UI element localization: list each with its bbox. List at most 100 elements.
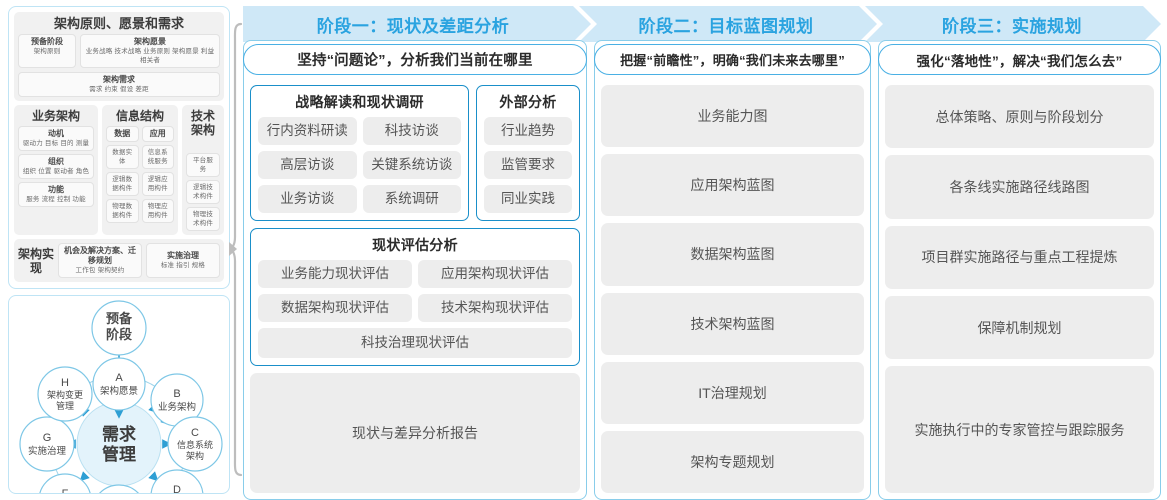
chip-tech-interview[interactable]: 科技访谈: [362, 117, 461, 145]
chip-data-arch-blueprint[interactable]: 数据架构蓝图: [601, 223, 864, 286]
phase-1-panel: 战略解读和现状调研 行内资料研读 科技访谈 高层访谈 关键系统访谈: [243, 40, 587, 500]
information-structure-title: 信息结构: [115, 109, 164, 123]
chip-it-governance-plan[interactable]: IT治理规划: [601, 361, 864, 424]
chip-peer-practice[interactable]: 同业实践: [484, 185, 572, 213]
architecture-vision-box: 架构愿景 业务战略 技术战略 业务原则 架构愿景 利益相关者: [80, 34, 220, 68]
phase-1-chevron: [243, 6, 591, 42]
architecture-requirements-box: 架构需求 需求 约束 假设 差距: [18, 72, 220, 97]
phase-2-items: 业务能力图 应用架构蓝图 数据架构蓝图 技术架构蓝图 IT治理规划 架构专题规划: [601, 85, 864, 494]
external-analysis-chips: 行业趋势 监管要求 同业实践: [484, 117, 572, 213]
implementation-label: 架构实现: [18, 246, 55, 275]
status-assessment-title: 现状评估分析: [372, 237, 458, 253]
chip-exec-interview[interactable]: 高层访谈: [258, 151, 357, 179]
chip-regulatory-requirement[interactable]: 监管要求: [484, 151, 572, 179]
svg-text:C: C: [191, 427, 199, 439]
chip-assurance-mechanism[interactable]: 保障机制规划: [885, 295, 1154, 360]
phase-3-chevron: [865, 6, 1161, 42]
strategy-research-title: 战略解读和现状调研: [295, 94, 424, 110]
platform-service-box: 平台服务: [186, 153, 220, 177]
chip-arch-topic-plan[interactable]: 架构专题规划: [601, 430, 864, 494]
svg-text:架构: 架构: [186, 450, 204, 461]
external-analysis-title: 外部分析: [499, 94, 557, 110]
chip-business-capability-assessment[interactable]: 业务能力现状评估: [258, 260, 412, 288]
motivation-items: 驱动力 目标 目的 测量: [22, 140, 90, 147]
implementation-governance-title: 实施治理: [166, 251, 199, 260]
motivation-box: 动机 驱动力 目标 目的 测量: [18, 126, 94, 151]
togaf-adm-cycle-card: 预备 阶段 需求 管理 A 架构愿景 B 业务架构 C 信息系统 架构: [8, 295, 230, 494]
phase-3-subtitle: 强化“落地性”，解决“我们怎么去”: [878, 44, 1161, 75]
architecture-implementation-group: 架构实现 机会及解决方案、迁移规划 工作包 架构契约 实施治理 标准 指引 规格: [14, 239, 224, 282]
physical-data-box: 物理数据构件: [106, 199, 139, 223]
chip-business-capability-map[interactable]: 业务能力图: [601, 85, 864, 148]
chip-expert-tracking-service[interactable]: 实施执行中的专家管控与跟踪服务: [885, 366, 1154, 493]
chip-app-arch-assessment[interactable]: 应用架构现状评估: [418, 260, 572, 288]
phase-2-subtitle: 把握“前瞻性”，明确“我们未来去哪里”: [594, 44, 871, 75]
chip-business-interview[interactable]: 业务访谈: [258, 185, 357, 213]
svg-text:信息系统: 信息系统: [177, 439, 213, 450]
strategy-research-chips: 行内资料研读 科技访谈 高层访谈 关键系统访谈 业务访谈 系统调研: [258, 117, 461, 213]
architecture-principles-group: 架构原则、愿景和需求 预备阶段 架构原则 架构愿景 业务战略 技术战略 业务原则…: [14, 12, 224, 101]
svg-text:需求: 需求: [102, 424, 136, 444]
chip-internal-docs[interactable]: 行内资料研读: [258, 117, 357, 145]
chip-program-roadmap[interactable]: 项目群实施路径与重点工程提炼: [885, 225, 1154, 289]
physical-data-label: 物理数据构件: [112, 203, 133, 219]
chip-industry-trend[interactable]: 行业趋势: [484, 117, 572, 145]
phase-3-header: 阶段三：实施规划: [942, 16, 1082, 36]
data-entity-label: 数据实体: [112, 149, 133, 165]
chip-tech-arch-assessment[interactable]: 技术架构现状评估: [418, 294, 572, 322]
chip-system-survey[interactable]: 系统调研: [362, 185, 461, 213]
phase-3-subtitle-slot: 强化“落地性”，解决“我们怎么去”: [878, 44, 1161, 76]
implementation-governance-box: 实施治理 标准 指引 规格: [145, 243, 220, 278]
phase-1-top-row: 战略解读和现状调研 行内资料研读 科技访谈 高层访谈 关键系统访谈: [250, 85, 580, 221]
phase-1-body: 战略解读和现状调研 行内资料研读 科技访谈 高层访谈 关键系统访谈: [250, 85, 580, 493]
vision-items: 业务战略 技术战略 业务原则 架构愿景 利益相关者: [85, 48, 215, 64]
node-g: [19, 416, 75, 472]
node-c: [167, 416, 223, 472]
prep-stage-title: 预备阶段: [31, 37, 63, 46]
node-h: [37, 366, 93, 422]
phase-3-items: 总体策略、原则与阶段划分 各条线实施路径线路图 项目群实施路径与重点工程提炼 保…: [885, 85, 1154, 493]
node-a: [92, 357, 146, 411]
phase-3-panel: 总体策略、原则与阶段划分 各条线实施路径线路图 项目群实施路径与重点工程提炼 保…: [878, 40, 1161, 500]
prep-stage-items: 架构原则: [33, 48, 61, 55]
phase-2-chevron: [579, 6, 877, 42]
strategy-row: 高层访谈 关键系统访谈: [258, 151, 461, 179]
prep-stage-box: 预备阶段 架构原则: [18, 34, 76, 68]
node-f: [39, 473, 91, 493]
chip-data-arch-assessment[interactable]: 数据架构现状评估: [258, 294, 412, 322]
svg-text:H: H: [61, 377, 69, 389]
brace-connector-icon: [228, 22, 243, 477]
strategy-row: 行内资料研读 科技访谈: [258, 117, 461, 145]
phases-region: 阶段一：现状及差距分析 阶段二：目标蓝图规划 阶段三：实施规划 坚持“问题论”，…: [243, 6, 1161, 500]
physical-tech-box: 物理技术构件: [186, 207, 220, 231]
gap-analysis-report-chip[interactable]: 现状与差异分析报告: [250, 373, 580, 493]
phase-columns: 战略解读和现状调研 行内资料研读 科技访谈 高层访谈 关键系统访谈: [243, 40, 1161, 500]
function-items: 服务 流程 控制 功能: [26, 196, 86, 203]
svg-text:管理: 管理: [102, 444, 136, 464]
svg-text:预备: 预备: [106, 311, 133, 326]
organization-box: 组织 组织 位置 驱动者 角色: [18, 154, 94, 179]
chip-line-roadmap[interactable]: 各条线实施路径线路图: [885, 155, 1154, 219]
chip-overall-strategy[interactable]: 总体策略、原则与阶段划分: [885, 85, 1154, 149]
phase-1-subtitle-slot: 坚持“问题论”，分析我们当前在哪里: [243, 44, 587, 76]
assessment-row: 业务能力现状评估 应用架构现状评估: [258, 260, 572, 288]
organization-title: 组织: [48, 157, 64, 166]
strategy-research-card: 战略解读和现状调研 行内资料研读 科技访谈 高层访谈 关键系统访谈: [250, 85, 469, 221]
function-box: 功能 服务 流程 控制 功能: [18, 182, 94, 207]
data-title: 数据: [114, 129, 131, 138]
architecture-domains-row: 业务架构 动机 驱动力 目标 目的 测量 组织 组织 位置 驱动者 角色 功能: [14, 105, 224, 235]
logical-tech-label: 逻辑技术构件: [192, 184, 214, 200]
node-d: [150, 469, 204, 493]
chip-key-system-interview[interactable]: 关键系统访谈: [362, 151, 461, 179]
chip-it-governance-assessment[interactable]: 科技治理现状评估: [258, 328, 572, 358]
application-title: 应用: [149, 129, 166, 138]
function-title: 功能: [48, 185, 64, 194]
logical-data-label: 逻辑数据构件: [112, 176, 133, 192]
adm-cycle-diagram: 预备 阶段 需求 管理 A 架构愿景 B 业务架构 C 信息系统 架构: [19, 300, 223, 493]
physical-app-label: 物理应用构件: [147, 203, 168, 219]
chip-app-arch-blueprint[interactable]: 应用架构蓝图: [601, 154, 864, 217]
logical-data-box: 逻辑数据构件: [106, 172, 139, 196]
platform-service-label: 平台服务: [192, 157, 214, 173]
chip-tech-arch-blueprint[interactable]: 技术架构蓝图: [601, 292, 864, 355]
